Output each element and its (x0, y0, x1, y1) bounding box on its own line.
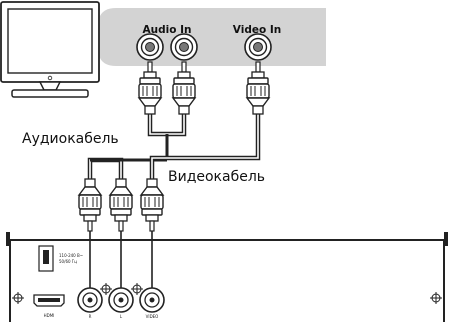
receiver-video-jack-icon (139, 287, 165, 313)
tv-audio-left-jack-icon (136, 33, 164, 61)
audio-r-label: R (89, 314, 92, 319)
screw-icon (131, 283, 143, 295)
audio-cable-label: Аудиокабель (22, 131, 119, 147)
video-cable-label: Видеокабель (168, 169, 265, 185)
video-in-label: Video In (233, 24, 281, 36)
receiver-video-plug-icon (140, 178, 164, 232)
audio-l-label: L (120, 314, 123, 319)
tv-audio-right-jack-icon (170, 33, 198, 61)
power-rating-line1: 110-240 В~ (59, 253, 83, 258)
tv-audio-right-plug-icon (172, 61, 196, 115)
video-label: VIDEO (146, 314, 159, 319)
screw-icon (100, 283, 112, 295)
tv-monitor (0, 1, 100, 98)
tv-video-plug-icon (246, 61, 270, 115)
screw-icon (12, 292, 24, 304)
hdmi-label: HDMI (44, 313, 55, 318)
power-rating-line2: 50/60 Гц (59, 259, 77, 264)
video-cable (149, 114, 261, 179)
audio-in-label: Audio In (143, 24, 192, 36)
receiver-audio-right-jack-icon (77, 287, 103, 313)
tv-input-panel: Audio In Video In (100, 8, 326, 66)
receiver-audio-left-jack-icon (108, 287, 134, 313)
tv-video-jack-icon (244, 33, 272, 61)
tv-audio-left-plug-icon (138, 61, 162, 115)
receiver-rear-panel: 110-240 В~ 50/60 Гц HDMI R L VIDEO (6, 231, 448, 322)
power-socket-icon (38, 245, 54, 272)
receiver-audio-right-plug-icon (78, 178, 102, 232)
screw-icon (430, 292, 442, 304)
hdmi-port-icon (33, 294, 65, 307)
receiver-audio-left-plug-icon (109, 178, 133, 232)
